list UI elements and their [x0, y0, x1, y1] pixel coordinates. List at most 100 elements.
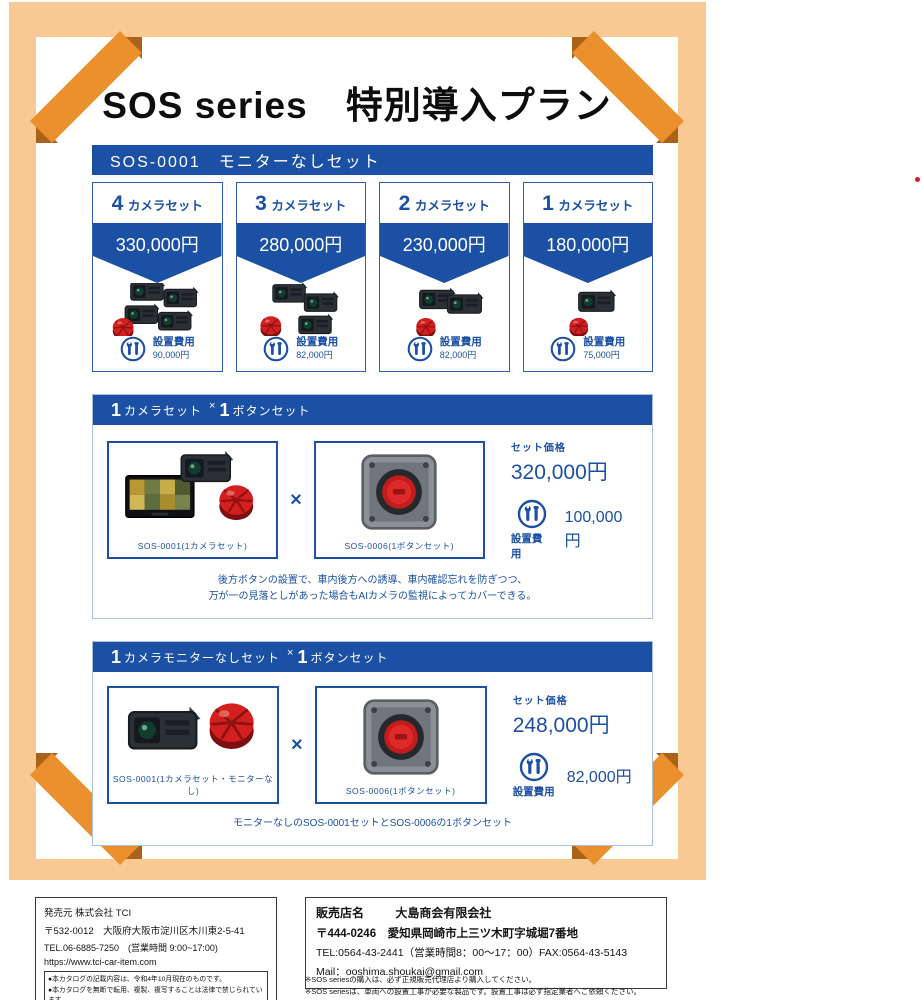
card-head: 3 カメラセット — [237, 183, 366, 216]
store-name: 大島商会有限会社 — [395, 906, 492, 920]
tools-icon — [517, 499, 547, 529]
times-symbol: × — [209, 400, 216, 412]
store-phone: TEL:0564-43-2441（営業時間8：00～17：00）FAX:0564… — [316, 947, 628, 959]
publisher-name: 発売元 株式会社 TCI — [44, 908, 132, 919]
install-label: 設置費用 — [296, 336, 339, 349]
camera-unit-label: カメラセット — [127, 199, 203, 213]
tools-icon — [407, 336, 433, 362]
product-box-sos-0001-monitorless: SOS-0001(1カメラセット・モニターなし) — [107, 686, 279, 804]
header-count: 1 — [297, 646, 308, 667]
set-price: 180,000円 — [546, 235, 630, 255]
price-column: セット価格 248,000円 設置費用 82,000円 — [513, 692, 632, 799]
product-box-sos-0001: SOS-0001(1カメラセット) — [107, 441, 279, 559]
card-head: 4 カメラセット — [93, 183, 222, 216]
section1-header-bar: SOS-0001 モニターなしセット — [92, 145, 653, 175]
store-address: 〒444-0246 愛知県岡崎市上三ツ木町字城堀7番地 — [316, 928, 578, 940]
camera-count: 3 — [255, 192, 267, 215]
product-box-label: SOS-0001(1カメラセット) — [137, 541, 248, 551]
price-card-2-camera: 2 カメラセット 230,000円 — [379, 182, 510, 372]
product-image-1-camera — [524, 283, 653, 336]
camera-unit-label: カメラセット — [414, 199, 490, 213]
header-text: ボタンセット — [232, 403, 311, 418]
publisher-info-box: 発売元 株式会社 TCI 〒532-0012 大阪府大阪市淀川区木川東2-5-4… — [35, 897, 277, 1000]
set-price: 280,000円 — [259, 235, 343, 255]
product-box-sos-0006: SOS-0006(1ボタンセット) — [314, 686, 487, 804]
set-price: 330,000円 — [115, 235, 199, 255]
poster-page: SOS series 特別導入プラン SOS-0001 モニターなしセット 4 … — [36, 37, 678, 859]
install-label: 設置費用 — [512, 785, 555, 798]
price-column: セット価格 320,000円 設置費用 100,000円 — [511, 439, 638, 561]
set-price: 230,000円 — [402, 235, 486, 255]
install-cost: 設置費用 82,000円 — [380, 336, 509, 371]
poster-content: SOS-0001 モニターなしセット 4 カメラセット 330,000円 — [92, 145, 653, 846]
header-count: 1 — [219, 399, 230, 420]
install-label: 設置費用 — [152, 336, 195, 349]
section3-caption: モニターなしのSOS-0001セットとSOS-0006の1ボタンセット — [93, 806, 652, 845]
purchase-note: ※SOS seriesの購入は、必ず正規販売代理店より購入してください。 — [305, 975, 537, 984]
store-info-box: 販売店名 大島商会有限会社 〒444-0246 愛知県岡崎市上三ツ木町字城堀7番… — [305, 897, 667, 989]
card-grid: 4 カメラセット 330,000円 — [92, 182, 653, 372]
section1-header-label: SOS-0001 モニターなしセット — [110, 154, 381, 171]
publisher-address: 〒532-0012 大阪府大阪市淀川区木川東2-5-41 — [44, 926, 245, 937]
set-price-label: セット価格 — [512, 695, 568, 707]
product-image-button-panel — [317, 688, 485, 785]
tools-icon — [519, 752, 549, 782]
header-text: カメラセット — [124, 403, 203, 418]
camera-unit-label: カメラセット — [558, 199, 634, 213]
poster-frame: SOS series 特別導入プラン SOS-0001 モニターなしセット 4 … — [9, 2, 706, 880]
install-cost: 設置費用 82,000円 — [237, 336, 366, 371]
product-image-button-panel — [316, 443, 483, 540]
price-card-4-camera: 4 カメラセット 330,000円 — [92, 182, 223, 372]
store-label: 販売店名 — [316, 906, 365, 920]
tools-icon — [120, 336, 146, 362]
product-image-camera-button — [109, 688, 277, 773]
camera-count: 4 — [111, 192, 124, 215]
page-title: SOS series 特別導入プラン — [102, 85, 612, 126]
publisher-url: https://www.tci-car-item.com — [44, 957, 157, 967]
catalog-notes-box: ●本カタログの記載内容は、令和4年10月現在のものです。 ●本カタログを無断で転… — [44, 971, 268, 1000]
set-price-label: セット価格 — [510, 443, 566, 454]
install-price: 75,000円 — [583, 349, 620, 360]
product-image-4-cameras — [93, 283, 222, 336]
tools-icon — [550, 336, 576, 362]
install-price: 82,000円 — [439, 349, 477, 360]
install-label: 設置費用 — [510, 533, 543, 560]
times-symbol: × — [287, 647, 294, 659]
catalog-note: ●本カタログを無断で転用、複製、複写することは法律で禁じられています。 — [48, 986, 263, 1000]
section2-caption: 後方ボタンの設置で、車内後方への誘導、車内確認忘れを防ぎつつ、 万が一の見落とし… — [93, 563, 652, 618]
product-box-label: SOS-0001(1カメラセット・モニターなし) — [112, 774, 274, 796]
install-price: 90,000円 — [152, 349, 190, 360]
install-cost: 設置費用 90,000円 — [93, 336, 222, 371]
product-image-2-cameras — [380, 283, 509, 336]
camera-count: 1 — [542, 192, 554, 215]
set-price: 248,000円 — [512, 713, 610, 737]
tools-icon — [263, 336, 289, 362]
header-count: 1 — [111, 646, 122, 667]
price-card-1-camera: 1 カメラセット 180,000円 — [522, 182, 653, 372]
price-pennant: 230,000円 — [380, 223, 509, 283]
purchase-notes: ※SOS seriesの購入は、必ず正規販売代理店より購入してください。 ※SO… — [305, 974, 705, 997]
product-box-label: SOS-0006(1ボタンセット) — [345, 786, 456, 796]
section2-header-bar: 1 カメラセット × 1 ボタンセット — [93, 395, 652, 425]
install-label: 設置費用 — [583, 336, 626, 349]
camera-unit-label: カメラセット — [271, 199, 347, 213]
bundle-section-monitorless-set: 1 カメラモニターなしセット × 1 ボタンセット SOS — [92, 641, 653, 846]
caption-line: 後方ボタンの設置で、車内後方への誘導、車内確認忘れを防ぎつつ、 — [217, 575, 528, 586]
install-price: 82,000円 — [296, 349, 333, 360]
product-image-monitor-camera-button — [109, 443, 276, 540]
section3-header-bar: 1 カメラモニターなしセット × 1 ボタンセット — [93, 642, 652, 672]
price-pennant: 180,000円 — [523, 223, 652, 283]
header-text: ボタンセット — [310, 650, 389, 665]
product-box-sos-0006: SOS-0006(1ボタンセット) — [313, 441, 485, 559]
times-symbol: × — [290, 488, 302, 511]
purchase-note: ※SOS seriesは、車両への設置工事が必要な製品です。設置工事は必ず指定業… — [305, 986, 641, 996]
product-box-label: SOS-0006(1ボタンセット) — [344, 541, 455, 551]
header-count: 1 — [111, 399, 122, 420]
install-price: 100,000円 — [564, 509, 623, 550]
install-cost: 設置費用 100,000円 — [511, 499, 638, 561]
price-card-3-camera: 3 カメラセット 280,000円 — [235, 182, 366, 372]
price-pennant: 280,000円 — [236, 223, 365, 283]
install-cost: 設置費用 75,000円 — [524, 336, 653, 371]
publisher-phone: TEL.06-6885-7250 (営業時間 9:00~17:00) — [44, 943, 218, 953]
header-text: カメラモニターなしセット — [124, 650, 281, 665]
